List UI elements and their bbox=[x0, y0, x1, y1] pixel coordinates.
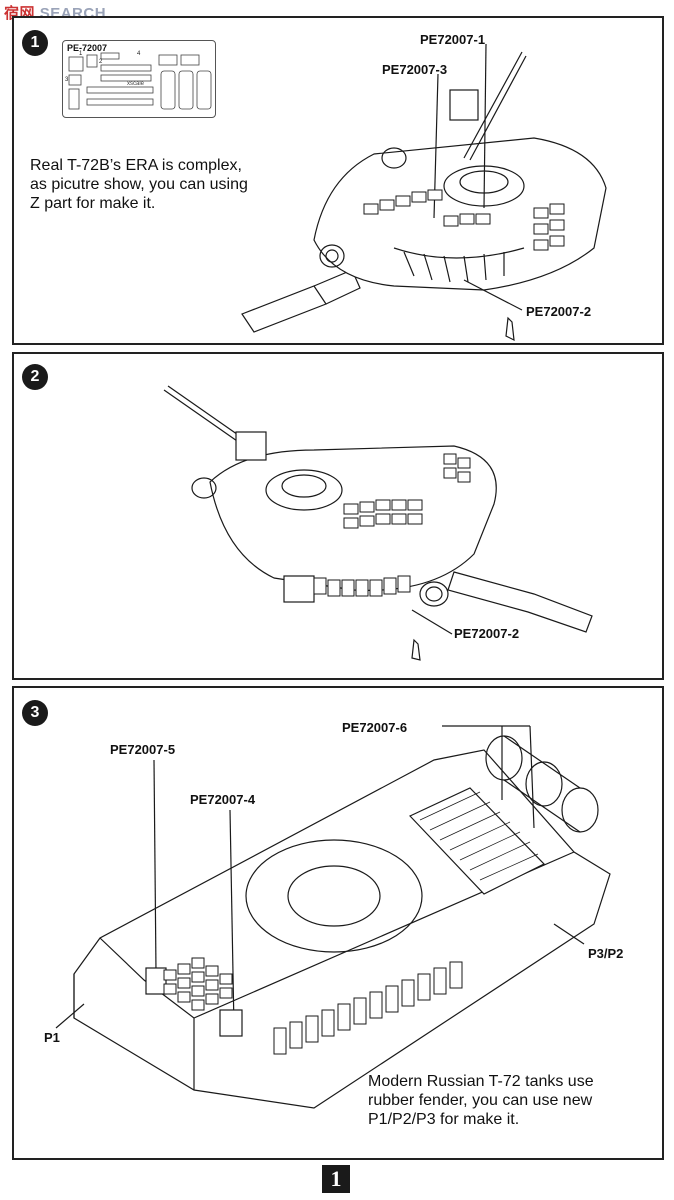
step-3-panel: 3 PE72007-6 PE72007-5 PE72007-4 P3/P2 P1… bbox=[12, 686, 664, 1160]
step-1-note-line-3: Z part for make it. bbox=[30, 195, 156, 212]
step-2-panel: 2 PE72007-2 bbox=[12, 352, 664, 680]
sprue-logo: xscale bbox=[127, 81, 145, 87]
step-3-note-line-3: P1/P2/P3 for make it. bbox=[368, 1111, 520, 1128]
turret-drawing-top-view bbox=[241, 43, 607, 342]
step-3-note: Modern Russian T-72 tanks use rubber fen… bbox=[368, 1072, 594, 1129]
label-p3-p2: P3/P2 bbox=[588, 946, 624, 961]
sprue-code: PE-72007 bbox=[67, 43, 108, 53]
label-pe72007-4: PE72007-4 bbox=[190, 792, 256, 807]
step-3-note-line-2: rubber fender, you can use new bbox=[368, 1092, 593, 1109]
label-pe72007-2-step2: PE72007-2 bbox=[454, 626, 520, 641]
hull-drawing bbox=[55, 725, 611, 1109]
step-1-note: Real T-72B’s ERA is complex, as picutre … bbox=[30, 156, 248, 213]
label-pe72007-6: PE72007-6 bbox=[342, 720, 408, 735]
sprue-number-4: 4 bbox=[137, 51, 141, 57]
photo-etch-sprue: PE-72007 xscale 1 2 bbox=[62, 40, 216, 118]
label-pe72007-2: PE72007-2 bbox=[526, 304, 592, 319]
step-1-badge: 1 bbox=[22, 30, 48, 56]
label-pe72007-1: PE72007-1 bbox=[420, 32, 486, 47]
label-pe72007-3: PE72007-3 bbox=[382, 62, 448, 77]
turret-drawing-rear-view bbox=[163, 385, 593, 661]
step-3-note-line-1: Modern Russian T-72 tanks use bbox=[368, 1073, 594, 1090]
step-3-badge: 3 bbox=[22, 700, 48, 726]
step-1-panel: 1 PE-72007 xscale 1 bbox=[12, 16, 664, 345]
sprue-number-2: 2 bbox=[99, 59, 103, 65]
step-2-badge: 2 bbox=[22, 364, 48, 390]
sprue-number-1: 1 bbox=[79, 51, 83, 57]
step-1-note-line-2: as picutre show, you can using bbox=[30, 176, 248, 193]
label-p1: P1 bbox=[44, 1030, 60, 1045]
step-1-note-line-1: Real T-72B’s ERA is complex, bbox=[30, 157, 242, 174]
label-pe72007-5: PE72007-5 bbox=[110, 742, 176, 757]
page-number: 1 bbox=[322, 1165, 350, 1193]
sprue-number-3: 3 bbox=[65, 77, 69, 83]
sprue-parts-drawing: 1 2 3 4 bbox=[65, 51, 212, 110]
